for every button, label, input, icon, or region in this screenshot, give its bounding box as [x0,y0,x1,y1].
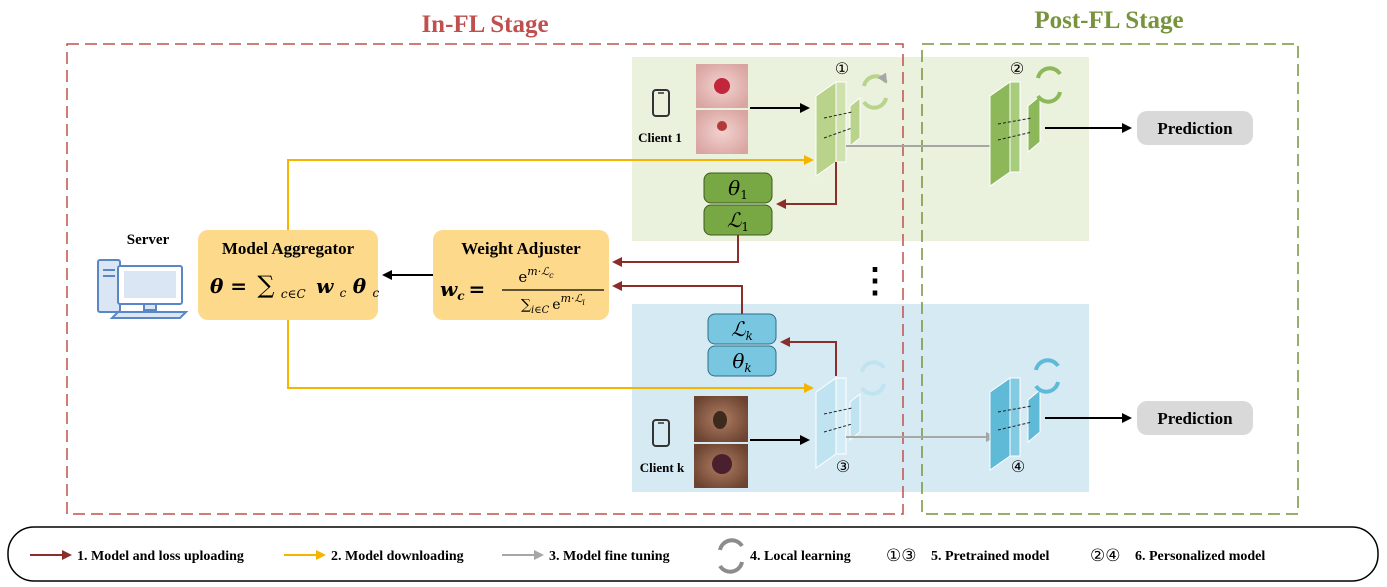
clientk-pretrained-marker: ③ [836,459,850,476]
local-learning-icon [1034,358,1060,394]
weight-adjuster-box [433,230,609,320]
phone-icon [652,89,670,117]
download-arrow-client1 [287,155,814,230]
local-learning-icon [1036,66,1062,104]
clientk-upload-arrow [780,337,837,376]
clientk-loss-upload-arrow [612,281,743,314]
client1-loss-upload-arrow [612,235,739,267]
aggregator-formula: θ = ∑ c∈C w c θ c [210,271,379,303]
clientk-pretrained-model [815,377,861,469]
clientk-theta: θk [732,349,751,375]
desktop-computer-icon [97,259,189,319]
clientk-skin-images [694,396,748,488]
in-fl-frame [66,43,904,515]
client1-label: Client 1 [638,130,682,145]
svg-text:∑i∈Cem·ℒi: ∑i∈Cem·ℒi [521,292,585,316]
post-fl-frame [921,43,1299,515]
aggregator-title: Model Aggregator [222,239,355,258]
server-label: Server [127,232,170,248]
legend-box [7,526,1379,582]
local-learning-icon [862,72,888,110]
client1-loss: ℒ1 [727,208,749,234]
svg-text:em·ℒc: em·ℒc [518,265,554,286]
client1-skin-images [696,64,748,154]
legend-finetune-label: 3. Model fine tuning [549,549,670,564]
clientk-loss: ℒk [731,317,753,343]
client1-theta-box [703,172,773,204]
clientk-theta-box [707,345,777,377]
client1-personalized-model [989,81,1041,187]
phone-icon [652,419,670,447]
client1-theta: θ1 [728,176,748,202]
client1-prediction-box [1137,111,1253,145]
download-arrow-clientk [287,320,814,393]
adjuster-title: Weight Adjuster [461,239,581,258]
legend-personalized-markers: ②④ [1090,546,1120,565]
post-fl-title: Post-FL Stage [1034,7,1183,34]
legend-local-label: 4. Local learning [750,549,851,564]
client1-prediction-label: Prediction [1157,119,1233,138]
clientk-personalized-marker: ④ [1011,459,1025,476]
legend-pretrained-markers: ①③ [886,546,916,565]
local-learning-icon [860,360,886,396]
client1-pretrained-model [815,81,861,177]
clientk-prediction-box [1137,401,1253,435]
client1-upload-arrow [776,162,837,209]
in-fl-title: In-FL Stage [421,11,548,38]
client1-personalized-marker: ② [1010,61,1024,78]
clients-ellipsis: ⋮ [858,263,892,300]
circular-arrows-icon [718,538,744,574]
legend: 1. Model and loss uploading 2. Model dow… [30,538,1265,574]
clientk-personalized-model [989,377,1041,471]
clientk-label: Client k [640,460,685,475]
clientk-prediction-label: Prediction [1157,409,1233,428]
legend-pretrained-label: 5. Pretrained model [931,549,1049,564]
model-aggregator-box [198,230,378,320]
svg-text:wc=: wc= [440,277,485,303]
legend-download-label: 2. Model downloading [331,549,464,564]
legend-personalized-label: 6. Personalized model [1135,549,1265,564]
client1-pretrained-marker: ① [835,61,849,78]
legend-upload-label: 1. Model and loss uploading [77,549,244,564]
